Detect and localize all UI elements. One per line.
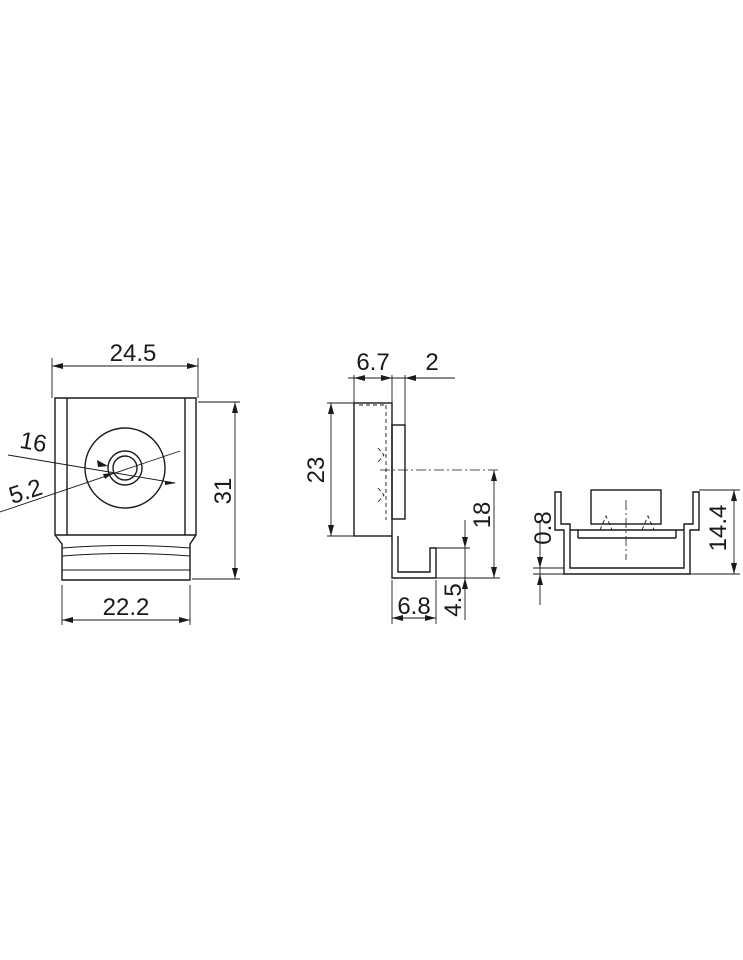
end-height-label: 14.4 <box>705 505 732 552</box>
side-height-label: 23 <box>303 457 330 484</box>
front-height-label: 31 <box>210 478 237 505</box>
side-tab-label: 2 <box>425 349 438 376</box>
hole-diameter-label: 5.2 <box>6 474 46 510</box>
end-view <box>533 489 740 605</box>
front-view <box>0 358 240 625</box>
front-bottom-width-label: 22.2 <box>103 594 150 621</box>
outer-diameter-label: 16 <box>18 427 49 458</box>
hook-width-label: 6.8 <box>397 593 430 620</box>
side-thickness-label: 6.7 <box>356 349 389 376</box>
sheet-thickness-label: 0.8 <box>530 511 557 544</box>
hook-height-label: 18 <box>469 502 496 529</box>
front-width-label: 24.5 <box>110 340 157 367</box>
hook-depth-label: 4.5 <box>440 583 467 616</box>
side-view <box>327 375 500 624</box>
